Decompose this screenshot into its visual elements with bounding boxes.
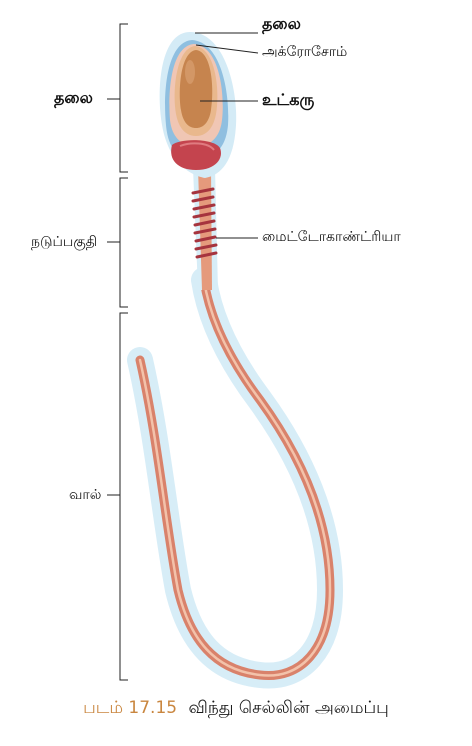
mitochondria-label: மைட்டோகாண்ட்ரியா xyxy=(262,229,401,245)
leader-lines xyxy=(195,32,259,239)
tail-label: வால் xyxy=(69,487,102,503)
figure-title: விந்து செல்லின் அமைப்பு xyxy=(188,698,389,718)
mitochondria-coil xyxy=(192,203,216,211)
nucleus-label: உட்கரு xyxy=(262,90,315,109)
mitochondria-coil xyxy=(193,227,217,235)
mitochondria-coil xyxy=(192,211,216,219)
acrosome-label: அக்ரோசோம் xyxy=(262,44,348,60)
mitochondria xyxy=(191,187,218,259)
mitochondria-coil xyxy=(194,235,217,243)
mitochondria-coil xyxy=(194,243,218,251)
mitochondria-coil xyxy=(191,187,215,195)
tail-highlight xyxy=(138,278,332,677)
head-side-label: தலை xyxy=(54,88,93,107)
head-bracket xyxy=(119,23,128,173)
mitochondria-coil xyxy=(193,219,216,227)
midpiece-label: நடுப்பகுதி xyxy=(31,234,98,250)
neck xyxy=(171,140,221,170)
tail-bracket xyxy=(119,312,128,681)
head-top-label: தலை xyxy=(262,14,301,33)
acrosome-leader xyxy=(195,44,259,54)
neck-highlight xyxy=(179,142,215,151)
figure-number: படம் 17.15 xyxy=(83,698,178,718)
mitochondria-coil xyxy=(195,251,218,259)
midpiece-bracket xyxy=(119,177,128,308)
figure-caption: படம் 17.15 விந்து செல்லின் அமைப்பு xyxy=(0,698,472,720)
mitochondria-coil xyxy=(191,195,215,203)
brackets xyxy=(107,23,128,681)
nucleus xyxy=(179,50,213,128)
nucleus-highlight xyxy=(185,60,195,84)
